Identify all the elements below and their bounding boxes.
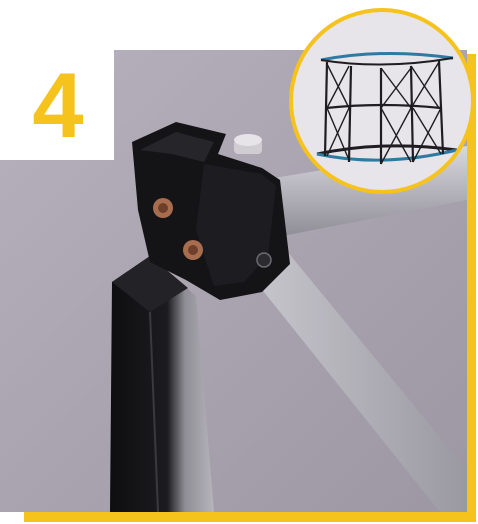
step-number: 4 bbox=[32, 55, 84, 157]
diagonal-strut bbox=[248, 250, 467, 512]
step-badge bbox=[0, 50, 114, 160]
pop-up-frame-illustration bbox=[316, 51, 458, 165]
connector-hub bbox=[132, 122, 290, 300]
inset-frame-preview bbox=[289, 8, 475, 194]
vertical-upright bbox=[110, 256, 214, 512]
